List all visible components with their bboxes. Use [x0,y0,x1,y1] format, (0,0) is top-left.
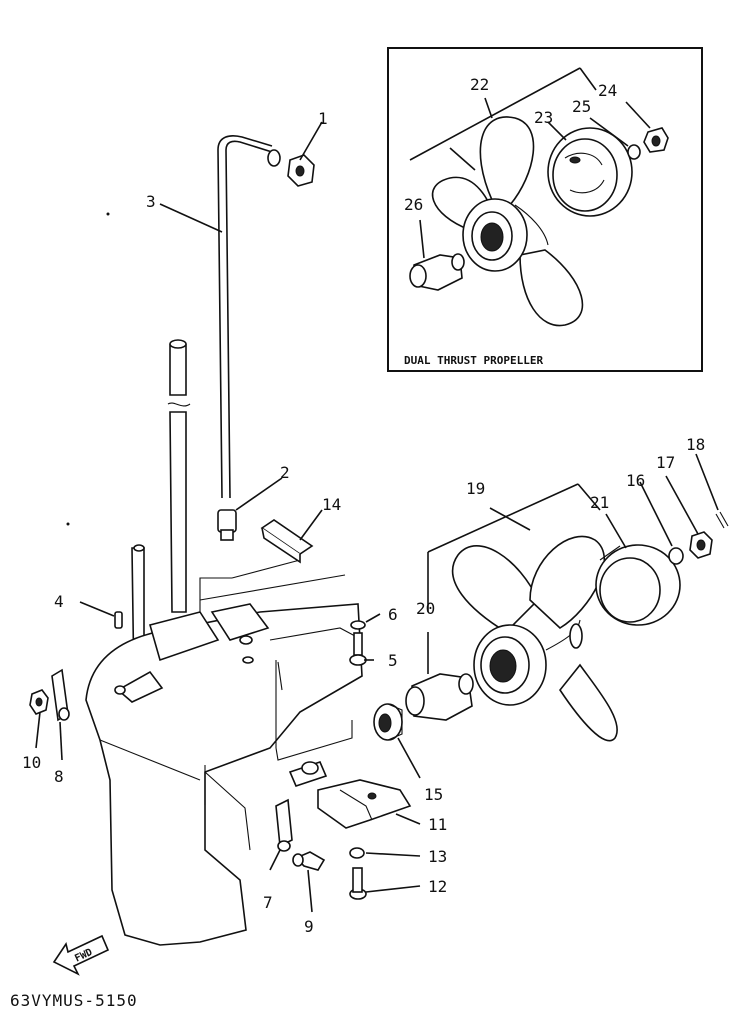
callout-8: 8 [54,767,64,786]
washer-6 [350,620,366,630]
thrust-ring-21 [595,544,681,626]
spacer-20 [405,673,474,721]
callout-3: 3 [146,192,156,211]
dowel-pin-4 [114,611,123,629]
water-tube-3 [217,134,281,499]
callout-18: 18 [686,435,705,454]
callout-2: 2 [280,463,290,482]
inset-nut-24 [643,127,669,153]
callout-19: 19 [466,479,485,498]
bolt-12 [349,867,367,900]
anode-cover-8 [51,668,70,722]
callout-6: 6 [388,605,398,624]
callout-7: 7 [263,893,273,912]
bolt-9 [292,851,326,871]
callout-21: 21 [590,493,609,512]
grommet-1 [287,154,315,187]
callout-22: 22 [470,75,489,94]
nut-17 [689,531,713,559]
bracket-14 [260,519,314,564]
callout-25: 25 [572,97,591,116]
inset-washer-25 [627,144,641,160]
cotter-pin-18 [715,511,729,529]
callout-24: 24 [598,81,617,100]
bushing-15 [373,703,403,741]
anode-7 [275,798,293,852]
trim-tab-11 [317,779,412,829]
nut-10 [29,689,49,715]
pipe-fitting-2 [217,509,237,541]
callout-5: 5 [388,651,398,670]
inset-thrust-ring-23 [547,127,633,217]
propeller-19 [451,535,618,742]
callout-13: 13 [428,847,447,866]
callout-1: 1 [318,109,328,128]
drive-shaft [167,339,191,613]
callout-9: 9 [304,917,314,936]
callout-17: 17 [656,453,675,472]
inset-spacer-26 [409,253,465,291]
washer-16 [668,547,684,565]
callout-14: 14 [322,495,341,514]
callout-10: 10 [22,753,41,772]
fwd-arrow-icon: FWD [52,934,110,976]
callout-23: 23 [534,108,553,127]
callout-12: 12 [428,877,447,896]
washer-13 [349,847,365,859]
callout-15: 15 [424,785,443,804]
lower-casing [85,559,363,946]
callout-16: 16 [626,471,645,490]
callout-4: 4 [54,592,64,611]
inset-title: DUAL THRUST PROPELLER [404,354,543,367]
catalog-code: 63VYMUS-5150 [10,991,138,1010]
callout-20: 20 [416,599,435,618]
inset-propeller-22 [431,116,584,327]
callout-26: 26 [404,195,423,214]
dual-thrust-propeller-inset: DUAL THRUST PROPELLER [387,47,703,372]
callout-11: 11 [428,815,447,834]
